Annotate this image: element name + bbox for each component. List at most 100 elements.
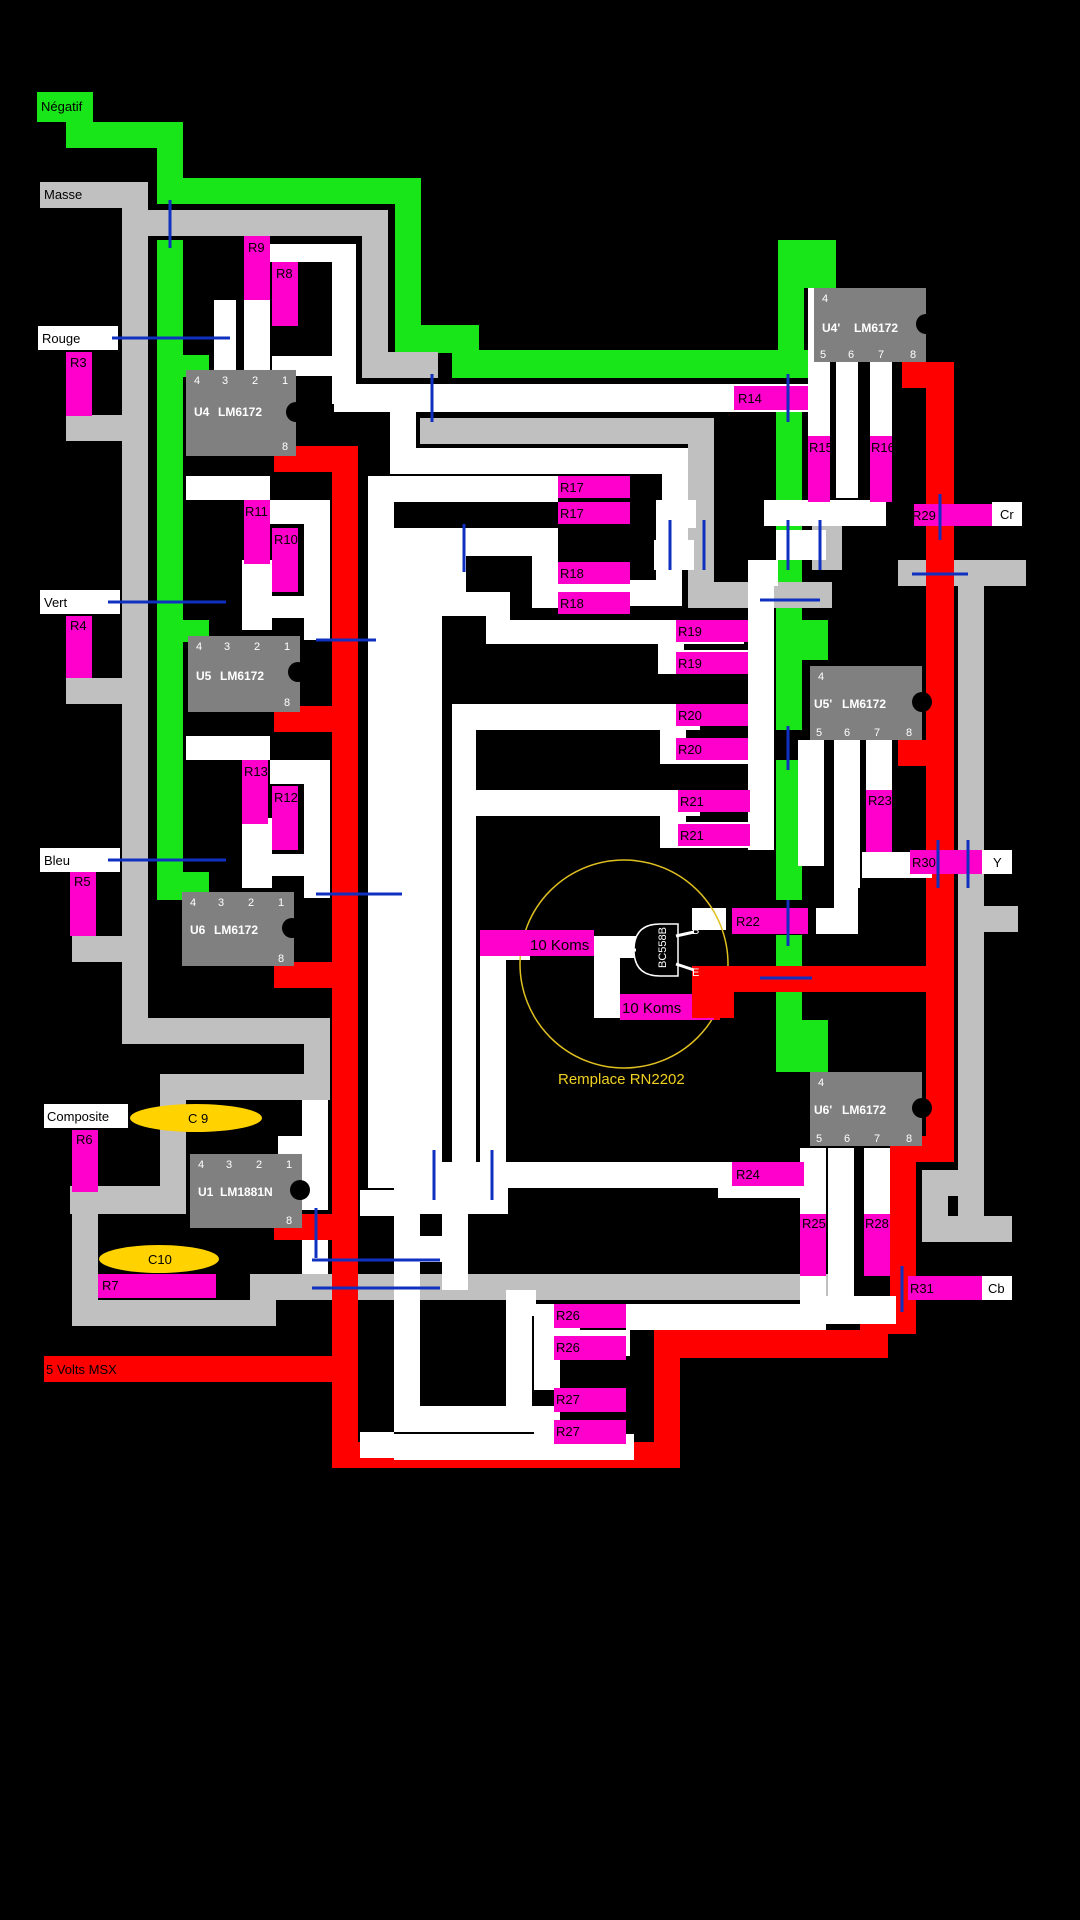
ic-part: LM6172 xyxy=(218,405,262,419)
ic-pin: 8 xyxy=(278,953,284,965)
ic-pin: 2 xyxy=(252,375,258,387)
capacitor-label: C10 xyxy=(148,1252,172,1267)
resistor-label: R19 xyxy=(678,624,702,639)
resistor-label: R23 xyxy=(868,793,892,808)
resistor-label: R31 xyxy=(910,1281,934,1296)
ic-ref: U5' xyxy=(814,697,832,711)
transistor-pin-c: C xyxy=(612,945,620,957)
resistor-label: R19 xyxy=(678,656,702,671)
ic-pin: 3 xyxy=(224,641,230,653)
resistor-label: R8 xyxy=(276,266,293,281)
ic-ref: U5 xyxy=(196,669,212,683)
resistor-label: R26 xyxy=(556,1340,580,1355)
resistor-label: R26 xyxy=(556,1308,580,1323)
resistor-label: R25 xyxy=(802,1216,826,1231)
resistor-label: R16 xyxy=(871,440,895,455)
resistor-label: R14 xyxy=(738,391,762,406)
resistor-label: R29 xyxy=(912,508,936,523)
ic-pin: 5 xyxy=(816,1133,822,1145)
ic-pin: 7 xyxy=(874,727,880,739)
ic-part: LM6172 xyxy=(854,321,898,335)
ic-pin: 2 xyxy=(254,641,260,653)
resistor-label: R3 xyxy=(70,355,87,370)
ic-ref: U1 xyxy=(198,1185,214,1199)
capacitors: C 9 C10 xyxy=(99,1104,262,1273)
transistor-resistor-label: 10 Koms xyxy=(622,1000,681,1017)
label-negatif: Négatif xyxy=(41,99,83,114)
resistor-label: R7 xyxy=(102,1278,119,1293)
resistor-label: R5 xyxy=(74,874,91,889)
ic-pin: 7 xyxy=(878,349,884,361)
ic-pin: 6 xyxy=(848,349,854,361)
ic-ref: U4' xyxy=(822,321,840,335)
ic-pin: 2 xyxy=(256,1159,262,1171)
label-y: Y xyxy=(993,855,1002,870)
capacitor-label: C 9 xyxy=(188,1111,208,1126)
ic-pin: 1 xyxy=(282,375,288,387)
resistor-label: R30 xyxy=(912,855,936,870)
label-cb: Cb xyxy=(988,1281,1005,1296)
transistor-body xyxy=(633,923,679,977)
resistor-label: R28 xyxy=(865,1216,889,1231)
ic-pin: 4 xyxy=(194,375,200,387)
replacement-note: Remplace RN2202 xyxy=(558,1071,685,1088)
label-5-volts: 5 Volts MSX xyxy=(46,1362,117,1377)
ic-pin: 3 xyxy=(222,375,228,387)
ic-pin: 7 xyxy=(874,1133,880,1145)
label-rouge: Rouge xyxy=(42,331,80,346)
integrated-circuits: 4 3 2 1 U4 LM6172 8 4 3 2 1 U5 LM6172 8 … xyxy=(182,288,936,1228)
ic-part: LM6172 xyxy=(214,923,258,937)
ic-pin: 1 xyxy=(286,1159,292,1171)
ic-pin: 1 xyxy=(284,641,290,653)
ic-pin: 6 xyxy=(844,727,850,739)
label-masse: Masse xyxy=(44,187,82,202)
resistor-label: R11 xyxy=(245,504,268,519)
transistor-pin-e: E xyxy=(692,967,699,979)
resistor-label: R17 xyxy=(560,480,584,495)
ic-part: LM1881N xyxy=(220,1185,273,1199)
resistors xyxy=(66,236,992,1444)
resistor-label: R13 xyxy=(244,764,268,779)
ic-pin: 3 xyxy=(218,897,224,909)
ic-pin: 1 xyxy=(278,897,284,909)
transistor-pin-b: B xyxy=(692,925,699,937)
resistor-label: R10 xyxy=(274,532,298,547)
ic-pin: 2 xyxy=(248,897,254,909)
ic-pin: 5 xyxy=(816,727,822,739)
resistor-label: R15 xyxy=(809,440,833,455)
jumpers xyxy=(108,200,970,1312)
resistor-label: R20 xyxy=(678,742,702,757)
label-cr: Cr xyxy=(1000,507,1014,522)
resistor-label: R17 xyxy=(560,506,584,521)
resistor-labels: R3 R4 R5 R6 R7 R8 R9 R10 R11 R12 R13 R14… xyxy=(70,240,936,1439)
signal-traces xyxy=(186,238,932,1460)
ic-pin: 8 xyxy=(282,441,288,453)
transistor-section: 10 Koms 10 Koms BC558B C B E Remplace RN… xyxy=(480,859,734,1088)
ic-pin: 4 xyxy=(818,671,824,683)
resistor-label: R24 xyxy=(736,1167,760,1182)
ic-pin: 6 xyxy=(844,1133,850,1145)
replacement-circle xyxy=(519,859,729,1069)
resistor-label: R27 xyxy=(556,1392,580,1407)
label-composite: Composite xyxy=(47,1109,109,1124)
resistor-label: R27 xyxy=(556,1424,580,1439)
ic-pin: 4 xyxy=(822,293,828,305)
ic-pin: 4 xyxy=(190,897,196,909)
resistor-label: R21 xyxy=(680,794,704,809)
ic-pin: 8 xyxy=(284,697,290,709)
ic-part: LM6172 xyxy=(842,697,886,711)
ic-pin: 8 xyxy=(906,1133,912,1145)
transistor-resistor-label: 10 Koms xyxy=(530,937,589,954)
resistor-label: R21 xyxy=(680,828,704,843)
connector-labels: Négatif Masse Rouge Vert Bleu Composite … xyxy=(37,94,1022,1377)
label-bleu: Bleu xyxy=(44,853,70,868)
transistor-part: BC558B xyxy=(657,927,669,968)
label-vert: Vert xyxy=(44,595,68,610)
ic-ref: U6 xyxy=(190,923,206,937)
ic-pin: 4 xyxy=(198,1159,204,1171)
ic-pin: 5 xyxy=(820,349,826,361)
resistor-label: R6 xyxy=(76,1132,93,1147)
ic-ref: U6' xyxy=(814,1103,832,1117)
resistor-label: R22 xyxy=(736,914,760,929)
